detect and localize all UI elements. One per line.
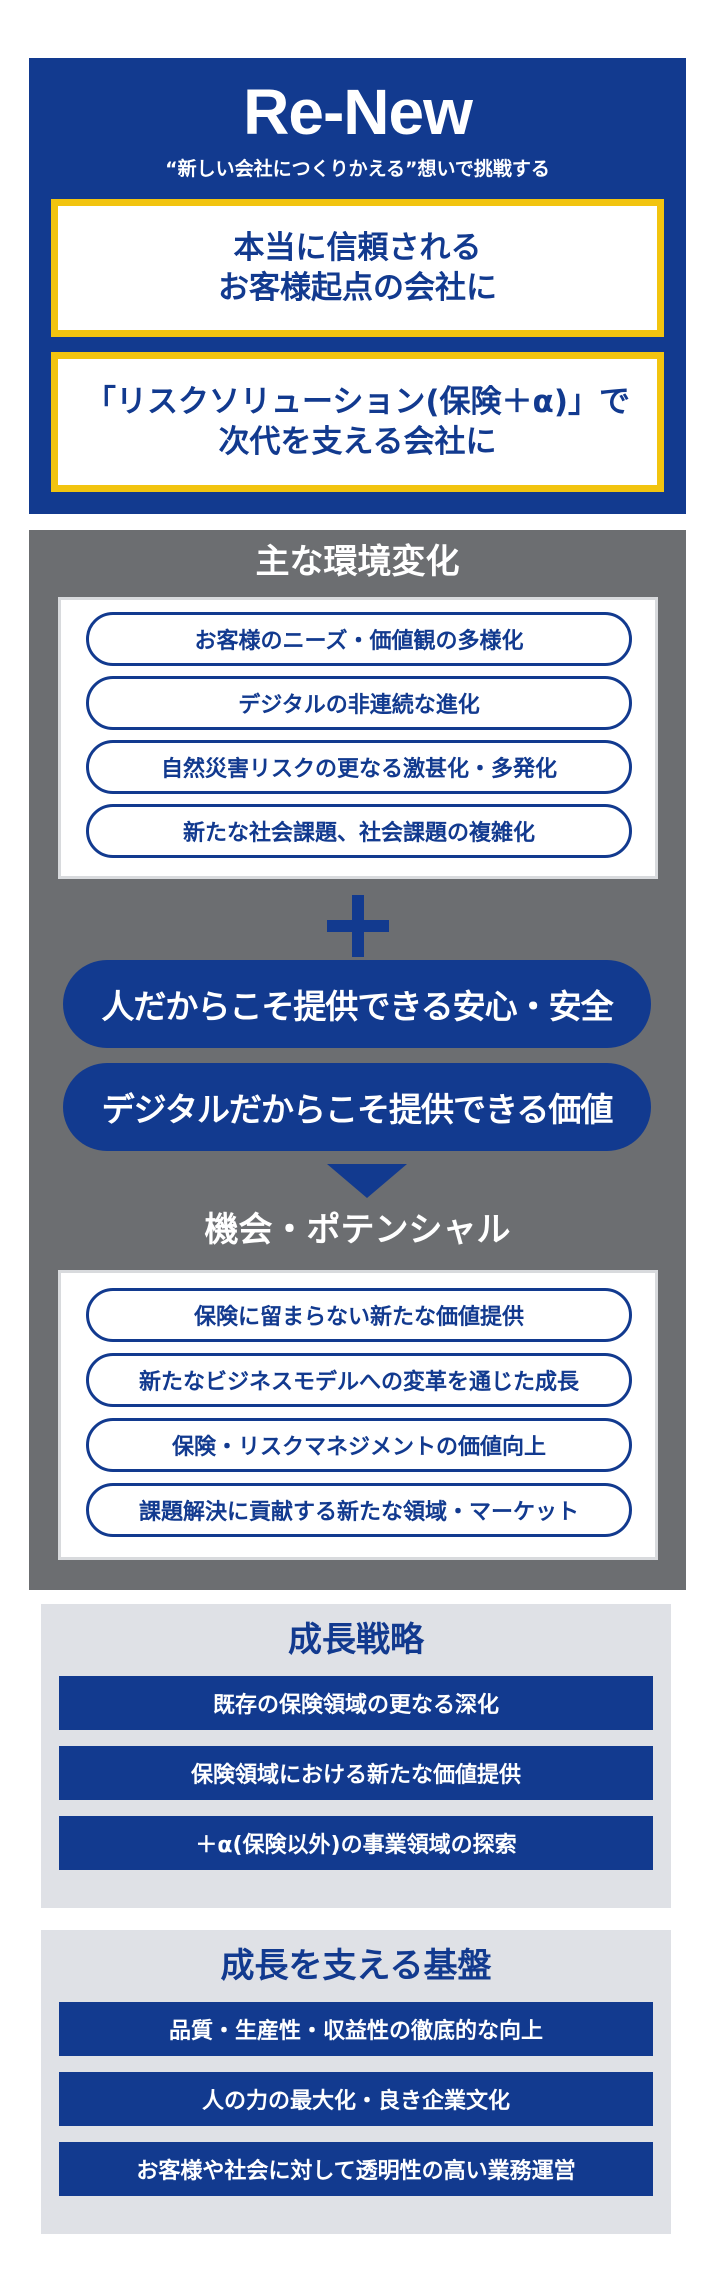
renew-title: Re-New <box>243 76 473 148</box>
opportunity-item: 課題解決に貢献する新たな領域・マーケット <box>86 1483 632 1537</box>
opportunity-heading: 機会・ポテンシャル <box>204 1210 511 1250</box>
value-pill-digital: デジタルだからこそ提供できる価値 <box>63 1063 651 1151</box>
environment-item: お客様のニーズ・価値観の多様化 <box>86 612 632 666</box>
strategy-heading: 成長戦略 <box>288 1620 424 1660</box>
foundation-item: 人の力の最大化・良き企業文化 <box>59 2072 653 2126</box>
foundation-section: 成長を支える基盤 品質・生産性・収益性の徹底的な向上 人の力の最大化・良き企業文… <box>41 1930 671 2234</box>
opportunity-item: 保険に留まらない新たな価値提供 <box>86 1288 632 1342</box>
foundation-heading: 成長を支える基盤 <box>220 1946 492 1986</box>
opportunity-panel: 保険に留まらない新たな価値提供 新たなビジネスモデルへの変革を通じた成長 保険・… <box>58 1270 658 1560</box>
mission-box-trust: 本当に信頼される お客様起点の会社に <box>51 199 664 337</box>
strategy-section: 成長戦略 既存の保険領域の更なる深化 保険領域における新たな価値提供 ＋α(保険… <box>41 1604 671 1908</box>
value-pill-human: 人だからこそ提供できる安心・安全 <box>63 960 651 1048</box>
renew-subtitle: “新しい会社につくりかえる”想いで挑戦する <box>165 158 550 180</box>
environment-item: 自然災害リスクの更なる激甚化・多発化 <box>86 740 632 794</box>
down-arrow-icon <box>327 1164 407 1198</box>
environment-opportunity-section: 主な環境変化 お客様のニーズ・価値観の多様化 デジタルの非連続な進化 自然災害リ… <box>29 530 686 1590</box>
mission-text: 本当に信頼される お客様起点の会社に <box>218 230 497 306</box>
opportunity-item: 保険・リスクマネジメントの価値向上 <box>86 1418 632 1472</box>
environment-panel: お客様のニーズ・価値観の多様化 デジタルの非連続な進化 自然災害リスクの更なる激… <box>58 597 658 879</box>
renew-section: Re-New “新しい会社につくりかえる”想いで挑戦する 本当に信頼される お客… <box>29 58 686 514</box>
mission-text: 「リスクソリューション(保険＋α)」で 次代を支える会社に <box>84 384 630 460</box>
environment-item: デジタルの非連続な進化 <box>86 676 632 730</box>
plus-icon <box>327 895 389 957</box>
strategy-item: 保険領域における新たな価値提供 <box>59 1746 653 1800</box>
mission-box-risk-solution: 「リスクソリューション(保険＋α)」で 次代を支える会社に <box>51 352 664 492</box>
opportunity-item: 新たなビジネスモデルへの変革を通じた成長 <box>86 1353 632 1407</box>
environment-item: 新たな社会課題、社会課題の複雑化 <box>86 804 632 858</box>
strategy-item: ＋α(保険以外)の事業領域の探索 <box>59 1816 653 1870</box>
foundation-item: 品質・生産性・収益性の徹底的な向上 <box>59 2002 653 2056</box>
strategy-item: 既存の保険領域の更なる深化 <box>59 1676 653 1730</box>
environment-heading: 主な環境変化 <box>255 542 460 582</box>
foundation-item: お客様や社会に対して透明性の高い業務運営 <box>59 2142 653 2196</box>
